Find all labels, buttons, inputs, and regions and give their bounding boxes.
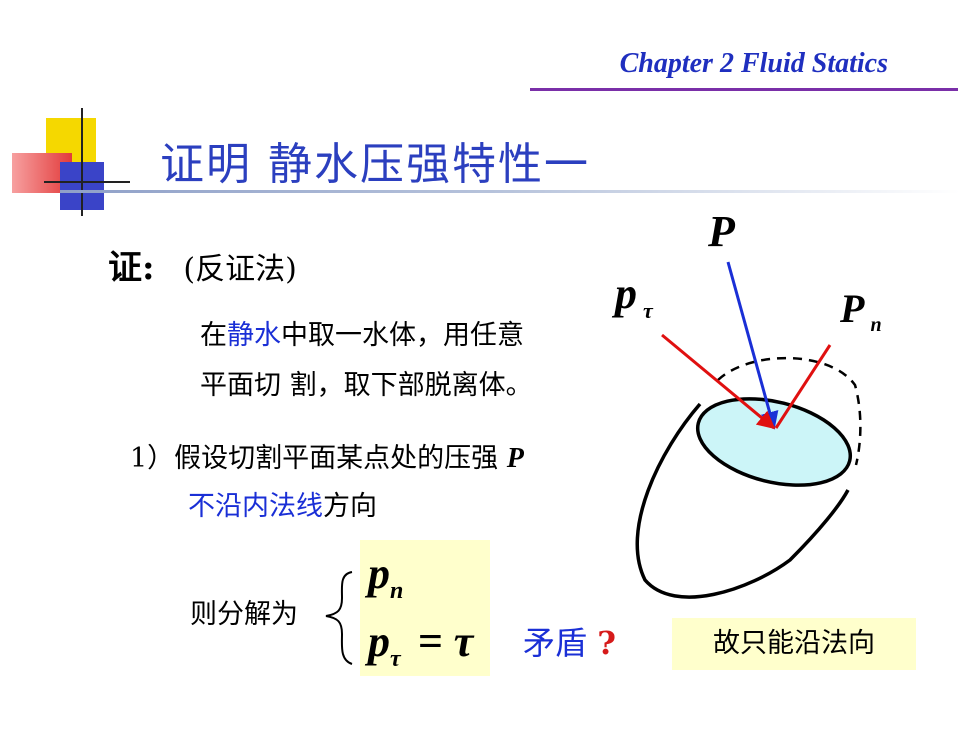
slide-title: 证明 静水压强特性一 <box>160 139 590 190</box>
formula-box: pn pτ = τ <box>360 540 490 676</box>
formula-pn-base: p <box>368 549 390 598</box>
assume-line2-blue: 不沿内法线 <box>188 491 323 522</box>
decor-horizontal-line <box>44 181 130 183</box>
proof-label: 证: (反证法) <box>108 240 297 289</box>
conclusion-box: 故只能沿法向 <box>672 618 916 670</box>
formula-pn-sub: n <box>390 577 404 604</box>
assume-var-P: P <box>506 443 524 474</box>
header-rule <box>530 88 958 91</box>
para1-line1: 在静水中取一水体，用任意 <box>200 313 524 352</box>
label-ptau-base: p <box>615 269 637 318</box>
question-mark: ? <box>597 624 616 662</box>
formula-ptau: pτ = τ <box>368 616 473 673</box>
para1-line1-blue: 静水 <box>227 320 281 351</box>
para1-line1-post: 中取一水体，用任意 <box>281 320 524 351</box>
force-ptau-arrow <box>661 333 776 430</box>
chapter-header: Chapter 2 Fluid Statics <box>619 48 888 79</box>
label-P: P <box>708 207 735 256</box>
label-Pn-sub: n <box>870 314 882 336</box>
formula-ptau-sub: τ <box>390 645 401 672</box>
contradiction-text: 矛盾 ? <box>523 618 616 664</box>
proof-method: (反证法) <box>183 252 297 287</box>
decompose-label: 则分解为 <box>190 599 298 630</box>
para1-line2: 平面切 割，取下部脱离体。 <box>200 370 533 401</box>
removed-part-outline <box>717 356 862 466</box>
contradiction-word: 矛盾 <box>523 624 588 662</box>
cut-surface <box>695 397 853 487</box>
fluid-body-outline <box>635 402 850 599</box>
fluid-body-diagram <box>635 261 862 599</box>
assume-line1-text: 1）假设切割平面某点处的压强 <box>130 443 499 474</box>
decor-vertical-line <box>81 108 83 216</box>
brace-icon <box>325 571 353 665</box>
label-ptau-sub: τ <box>643 297 653 323</box>
label-Pn-base: P <box>840 286 865 331</box>
assume-line2: 不沿内法线方向 <box>188 484 377 523</box>
formula-ptau-base: p <box>368 617 390 666</box>
assume-line2-post: 方向 <box>323 491 377 522</box>
para1-line1-pre: 在 <box>200 320 227 351</box>
force-Pn-line <box>774 344 832 429</box>
formula-pn: pn <box>368 548 403 605</box>
title-rule <box>60 190 960 193</box>
force-P-arrow <box>726 261 779 430</box>
proof-label-text: 证: <box>108 248 155 288</box>
assume-line1: 1）假设切割平面某点处的压强 P <box>130 436 524 475</box>
formula-ptau-eq: = τ <box>417 617 474 666</box>
